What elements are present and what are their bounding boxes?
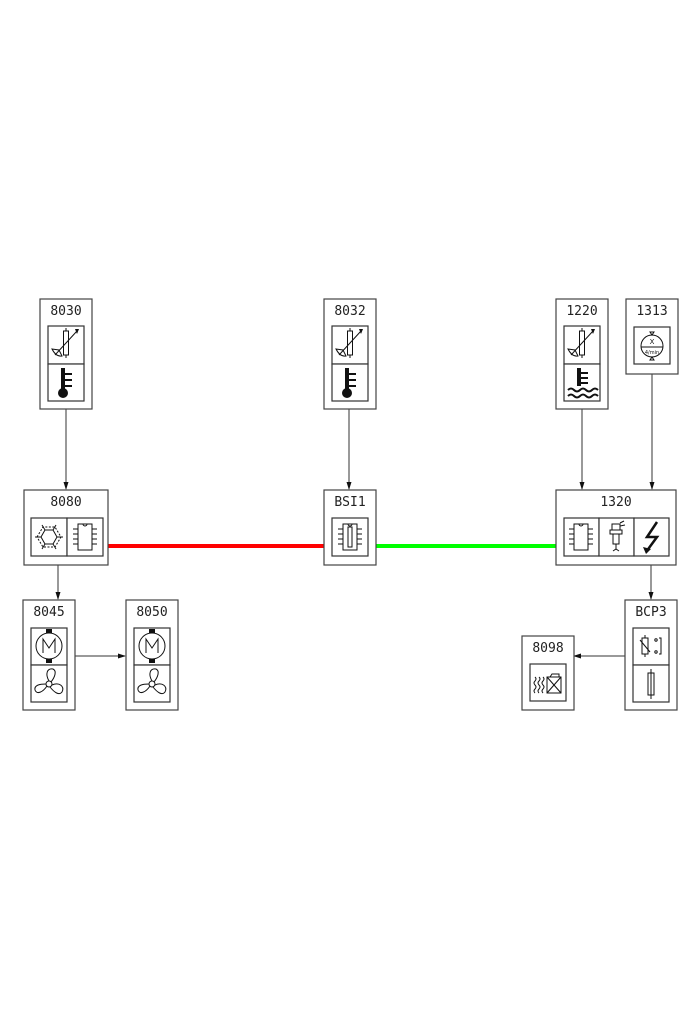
node-label: 8030 [50, 304, 81, 319]
node-label: BCP3 [635, 605, 666, 620]
connections [55, 374, 655, 659]
node-8045[interactable]: 8045 [22, 599, 76, 711]
node-1220[interactable]: 1220 [555, 298, 609, 410]
node-label: 8045 [33, 605, 64, 620]
node-label: 8080 [50, 495, 81, 510]
node-8050[interactable]: 8050 [125, 599, 179, 711]
node-8080[interactable]: 8080 [23, 489, 109, 566]
node-label: 1320 [600, 495, 631, 510]
node-label: 1313 [636, 304, 667, 319]
node-label: 8098 [532, 641, 563, 656]
node-8030[interactable]: 8030 [39, 298, 93, 410]
node-bcp3[interactable]: BCP3 [624, 599, 678, 711]
node-label: BSI1 [334, 495, 365, 510]
node-1313[interactable]: 1313 [625, 298, 679, 375]
node-label: 8050 [136, 605, 167, 620]
node-bsi1[interactable]: BSI1 [323, 489, 377, 566]
node-8032[interactable]: 8032 [323, 298, 377, 410]
node-1320[interactable]: 1320 [555, 489, 677, 566]
node-label: 8032 [334, 304, 365, 319]
node-label: 1220 [566, 304, 597, 319]
node-8098[interactable]: 8098 [521, 635, 575, 711]
